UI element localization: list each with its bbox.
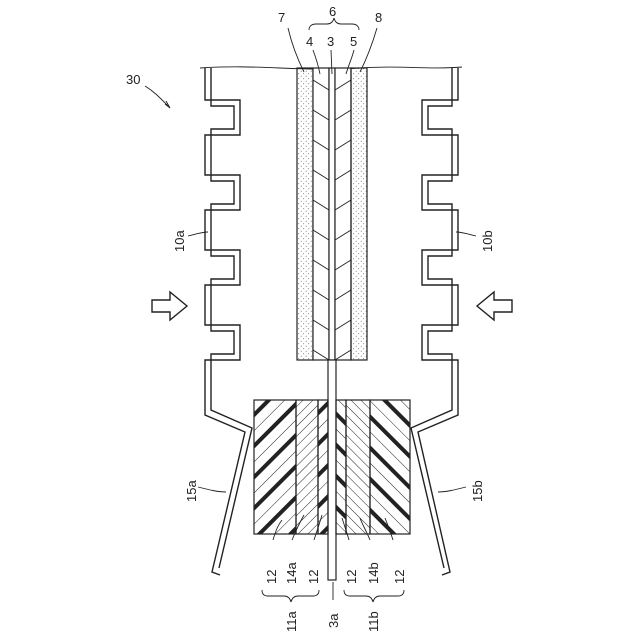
label-10b: 10b <box>480 230 495 252</box>
label-12-outer-left: 12 <box>264 570 279 584</box>
label-14b: 14b <box>366 562 381 584</box>
membrane-electrode-assembly <box>297 68 367 360</box>
frame-11a <box>254 400 328 534</box>
separator-10b <box>411 68 458 575</box>
label-11b: 11b <box>366 611 381 632</box>
label-8: 8 <box>375 10 382 25</box>
separator-10a <box>205 68 252 575</box>
label-11a: 11a <box>284 611 299 632</box>
gas-diffusion-layer-8 <box>351 68 367 360</box>
label-12-inner-right: 12 <box>344 570 359 584</box>
label-12-inner-left: 12 <box>306 570 321 584</box>
electrolyte-membrane-3 <box>329 68 335 360</box>
membrane-extension-3a <box>328 360 336 580</box>
frame-11b <box>336 400 410 534</box>
label-14a: 14a <box>284 562 299 584</box>
label-6: 6 <box>329 4 336 19</box>
label-30: 30 <box>126 72 140 87</box>
right-press-arrow <box>477 292 512 320</box>
left-press-arrow <box>152 292 187 320</box>
label-15b: 15b <box>470 480 485 502</box>
gas-diffusion-layer-7 <box>297 68 313 360</box>
label-3a: 3a <box>326 613 341 628</box>
label-10a: 10a <box>172 230 187 252</box>
label-3: 3 <box>327 34 334 49</box>
label-12-outer-right: 12 <box>392 570 407 584</box>
label-4: 4 <box>306 34 313 49</box>
label-7: 7 <box>278 10 285 25</box>
label-5: 5 <box>350 34 357 49</box>
label-15a: 15a <box>184 480 199 502</box>
